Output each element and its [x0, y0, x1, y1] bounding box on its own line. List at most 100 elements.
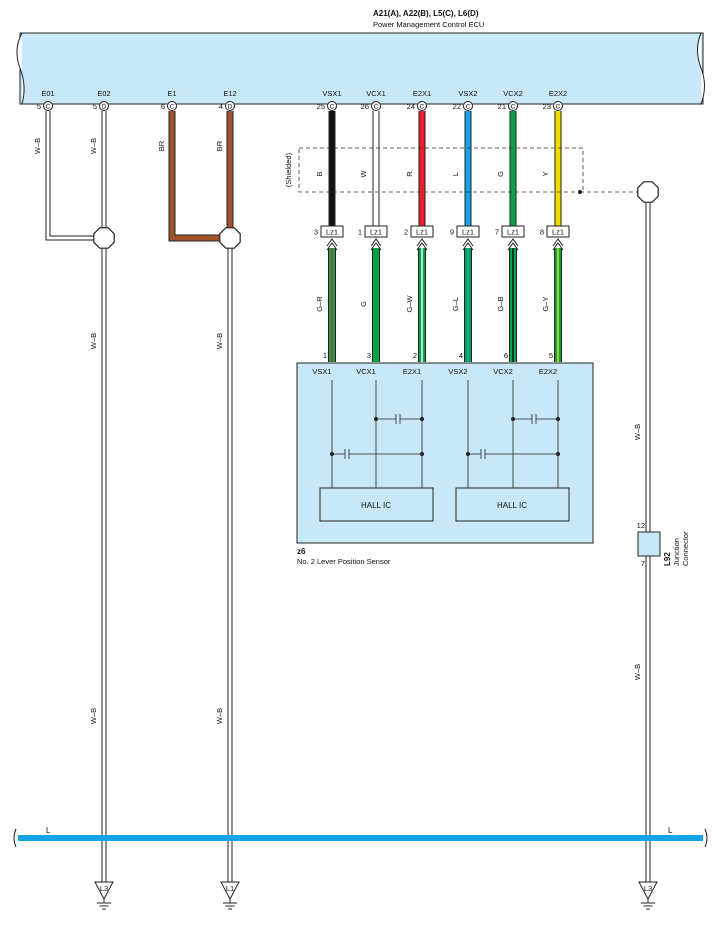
lz-connector-pin-1: 1 — [358, 228, 362, 237]
hall-ic-right-label: HALL IC — [497, 501, 527, 510]
ground-wire-label-4: W–B — [215, 708, 224, 724]
ecu-pin-num-7: 22 — [453, 102, 461, 111]
lz-connector-pin-0: 3 — [314, 228, 318, 237]
ground-0-label: L3 — [100, 884, 108, 893]
ground-1: L1 — [220, 881, 240, 910]
junction-desc-line2: Connector — [681, 531, 690, 566]
ecu-pin-conn-9: C — [556, 104, 561, 111]
ecu-pin-name-vsx2: VSX2 — [458, 89, 477, 98]
ecu-break-left — [16, 32, 25, 105]
wire-label-e1: BR — [157, 140, 166, 151]
ground-1-triangle — [220, 881, 240, 901]
ecu-pin-conn-3: D — [228, 104, 233, 111]
sensor-pin-name-vsx2: VSX2 — [448, 367, 467, 376]
junction-pin-top: 12 — [637, 521, 645, 530]
ecu-pin-num-4: 25 — [317, 102, 325, 111]
ground-1-label: L1 — [226, 884, 234, 893]
ecu-pin-conn-0: C — [46, 104, 51, 111]
ecu-pin-circle-1 — [99, 101, 109, 111]
ecu-pin-circle-2 — [167, 101, 177, 111]
lz-chevron-2 — [416, 238, 428, 251]
ground-0: L3 — [94, 881, 114, 910]
ecu-pin-name-e01: E01 — [41, 89, 54, 98]
ecu-subtitle: Power Management Control ECU — [373, 20, 484, 29]
bus-break-left — [13, 828, 17, 848]
wire-upper-label-0: B — [315, 171, 324, 176]
hall-ic-right — [455, 487, 570, 522]
wire-lower-label-3: G–L — [451, 297, 460, 311]
wire-lower-label-2: G–W — [405, 295, 414, 313]
lz-chevron-4 — [507, 238, 519, 251]
ecu-pin-circle-7 — [463, 101, 473, 111]
ecu-pin-conn-5: C — [374, 104, 379, 111]
ecu-pin-conn-8: C — [511, 104, 516, 111]
bus-break-right — [704, 828, 708, 848]
lz-chevron-0 — [326, 238, 338, 251]
ecu-pin-conn-6: C — [420, 104, 425, 111]
ecu-pin-name-e2x1: E2X1 — [413, 89, 431, 98]
ecu-pin-circle-0 — [43, 101, 53, 111]
lz-connector-5 — [546, 225, 570, 238]
ground-wire-label-6: W–B — [633, 664, 642, 680]
sensor-pin-name-e2x2: E2X2 — [539, 367, 557, 376]
lz-chevron-5 — [552, 238, 564, 251]
hall-ic-left — [319, 487, 434, 522]
ecu-pin-name-e02: E02 — [97, 89, 110, 98]
wire-lower-label-5: G–Y — [541, 296, 550, 311]
ecu-pin-num-9: 23 — [543, 102, 551, 111]
ecu-pin-num-0: 5 — [37, 102, 41, 111]
junction-pin-bottom: 7 — [641, 559, 645, 568]
lz-connector-pin-5: 8 — [540, 228, 544, 237]
ecu-pin-name-vcx1: VCX1 — [366, 89, 386, 98]
sensor-junction-dots — [330, 417, 560, 456]
splice-junction-1 — [93, 227, 115, 249]
ecu-pin-circle-3 — [225, 101, 235, 111]
ecu-pin-num-1: 5 — [93, 102, 97, 111]
ground-0-triangle — [94, 881, 114, 901]
ground-2-triangle — [638, 881, 658, 901]
wire-e01-outline — [45, 111, 104, 241]
ground-wire-label-5: W–B — [633, 424, 642, 440]
wire-label-e01: W–B — [33, 138, 42, 154]
sensor-name: No. 2 Lever Position Sensor — [297, 557, 391, 566]
lz-connector-name-5: Lz1 — [552, 228, 564, 237]
wire-upper-label-3: L — [451, 172, 460, 176]
sensor-pin-num-2: 2 — [413, 351, 417, 360]
shield-box — [298, 147, 584, 193]
ecu-pin-name-vsx1: VSX1 — [322, 89, 341, 98]
lz-chevron-1 — [370, 238, 382, 251]
wire-upper-label-4: G — [496, 171, 505, 177]
lz-connector-name-0: Lz1 — [326, 228, 338, 237]
wire-e01 — [46, 111, 104, 240]
lz-connector-3 — [456, 225, 480, 238]
ecu-box — [19, 32, 704, 105]
sensor-pin-name-vcx2: VCX2 — [493, 367, 513, 376]
ecu-pin-circle-6 — [417, 101, 427, 111]
hall-ic-left-label: HALL IC — [361, 501, 391, 510]
wire-label-e02: W–B — [89, 138, 98, 154]
ecu-pin-name-vcx2: VCX2 — [503, 89, 523, 98]
sensor-pin-name-vcx1: VCX1 — [356, 367, 376, 376]
ecu-pin-conn-4: C — [330, 104, 335, 111]
ground-wire-label-2: W–B — [215, 333, 224, 349]
ecu-pin-num-6: 24 — [407, 102, 415, 111]
lz-connector-name-3: Lz1 — [462, 228, 474, 237]
wire-lower-label-1: G — [359, 301, 368, 307]
ecu-pin-num-3: 4 — [219, 102, 223, 111]
junction-connector-box — [637, 531, 661, 557]
junction-ref: L92 — [663, 552, 672, 566]
sensor-pin-num-4: 6 — [504, 351, 508, 360]
shield-label: (Shielded) — [284, 152, 293, 187]
ground-wire-label-3: W–B — [89, 708, 98, 724]
ground-2: L3 — [638, 881, 658, 910]
shield-drain-dot — [578, 190, 582, 194]
wire-upper-label-5: Y — [541, 171, 550, 176]
wire-e1 — [169, 111, 230, 241]
lz-connector-name-4: Lz1 — [507, 228, 519, 237]
lz-connector-name-1: Lz1 — [370, 228, 382, 237]
lz-connector-pin-3: 9 — [450, 228, 454, 237]
lz-connector-name-2: Lz1 — [416, 228, 428, 237]
ecu-pin-circle-5 — [371, 101, 381, 111]
wires-layer — [45, 111, 651, 882]
ecu-pin-num-5: 26 — [361, 102, 369, 111]
